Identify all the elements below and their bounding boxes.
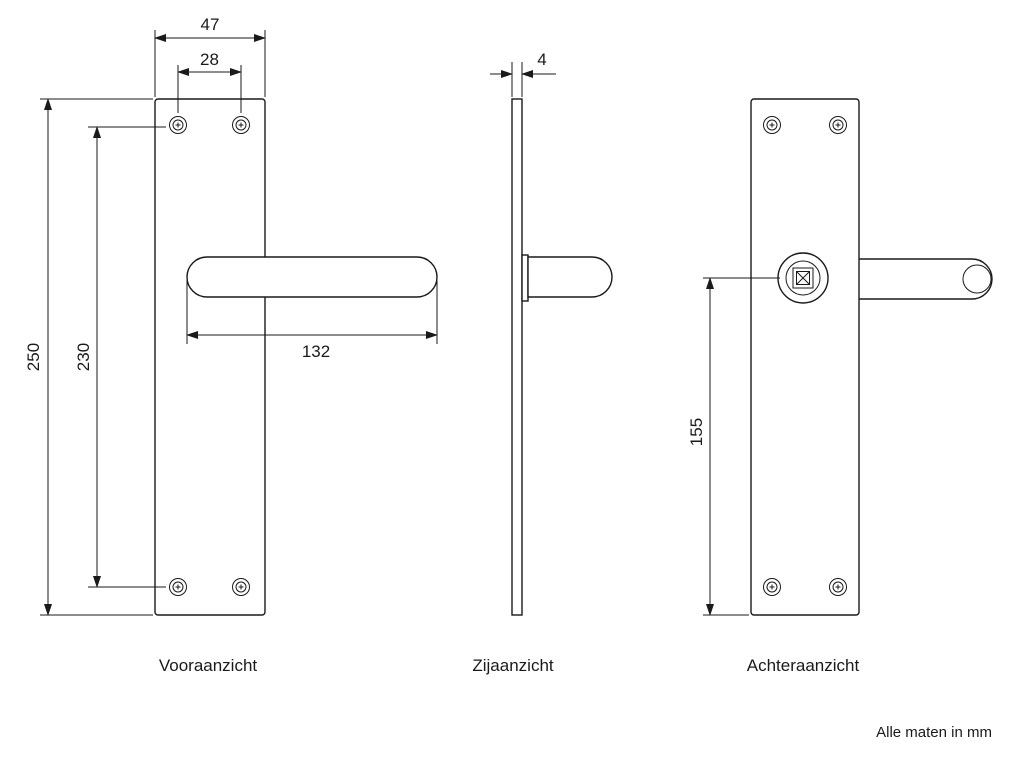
caption-side-view: Zijaanzicht [472, 656, 554, 675]
front-lever-handle [186, 256, 438, 298]
back-screw-bottom-left [763, 578, 781, 596]
back-screw-bottom-right [829, 578, 847, 596]
dim-plate-width: 47 [154, 15, 266, 97]
dim-spindle-height: 155 [687, 277, 780, 616]
dim-screw-spacing-label: 28 [200, 50, 219, 69]
dim-screw-spacing-vertical-label: 230 [74, 343, 93, 371]
front-backplate [154, 98, 266, 616]
side-rosette [521, 254, 529, 302]
back-view: 155 [687, 98, 993, 616]
side-view: 4 [490, 50, 613, 616]
caption-front-view: Vooraanzicht [159, 656, 258, 675]
dim-screw-spacing-vertical: 230 [74, 126, 166, 588]
front-screw-top-right [232, 116, 250, 134]
dim-plate-width-label: 47 [201, 15, 220, 34]
units-note: Alle maten in mm [876, 724, 992, 741]
front-view: 47 28 250 230 132 [24, 15, 438, 616]
dim-spindle-height-label: 155 [687, 418, 706, 446]
front-screw-top-left [169, 116, 187, 134]
front-screw-bottom-left [169, 578, 187, 596]
back-backplate [750, 98, 860, 616]
dim-handle-length-label: 132 [302, 342, 330, 361]
back-spindle [777, 252, 829, 304]
back-lever-handle [849, 258, 993, 300]
dim-plate-height-label: 250 [24, 343, 43, 371]
front-screw-bottom-right [232, 578, 250, 596]
back-screw-top-right [829, 116, 847, 134]
dim-handle-length: 132 [186, 280, 438, 361]
dim-plate-thickness: 4 [490, 50, 556, 97]
side-backplate [511, 98, 523, 616]
back-lever-end-circle [962, 264, 992, 294]
dim-plate-thickness-label: 4 [537, 50, 546, 69]
caption-back-view: Achteraanzicht [747, 656, 860, 675]
back-screw-top-left [763, 116, 781, 134]
side-lever-handle [527, 256, 613, 298]
dim-plate-height: 250 [24, 98, 153, 616]
dim-screw-spacing: 28 [177, 50, 242, 113]
